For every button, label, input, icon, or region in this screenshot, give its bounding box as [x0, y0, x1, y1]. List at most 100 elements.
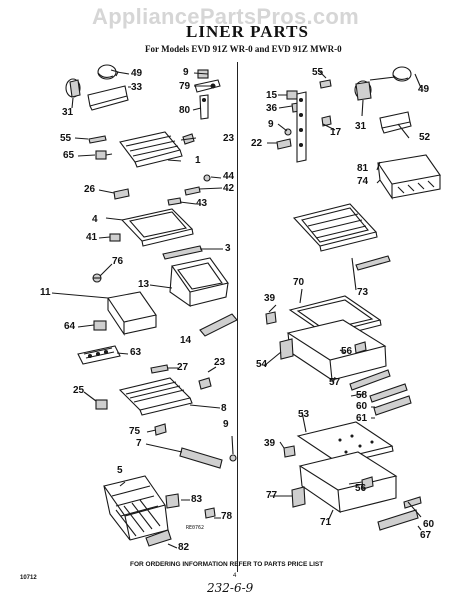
lamp-49-right[interactable]	[392, 66, 412, 82]
rail-7[interactable]	[179, 447, 223, 469]
part-label-25: 25	[73, 385, 85, 396]
clip-26[interactable]	[113, 188, 130, 200]
clip-78[interactable]	[204, 507, 216, 519]
bracket-17[interactable]	[321, 115, 332, 127]
part-label-79: 79	[179, 81, 191, 92]
part-label-77: 77	[266, 490, 278, 501]
slide-58[interactable]	[349, 369, 391, 391]
clip-56-upper[interactable]	[354, 341, 367, 354]
trim-3[interactable]	[162, 245, 203, 260]
screw-76[interactable]	[92, 273, 102, 283]
bracket-80[interactable]	[199, 94, 209, 120]
part-label-15: 15	[266, 90, 278, 101]
drawer-57[interactable]	[286, 319, 387, 382]
leader-lines	[51, 69, 422, 549]
part-label-76: 76	[112, 256, 124, 267]
glass-shelf-4[interactable]	[120, 208, 194, 247]
nut-65[interactable]	[95, 150, 113, 160]
part-label-44: 44	[223, 171, 235, 182]
cap-75[interactable]	[154, 423, 167, 436]
rail-82[interactable]	[145, 529, 172, 547]
part-label-81: 81	[357, 163, 369, 174]
part-label-64: 64	[64, 321, 76, 332]
spacer-43[interactable]	[167, 197, 182, 206]
wire-shelf-1[interactable]	[119, 131, 183, 168]
part-label-9-lower: 9	[223, 419, 229, 430]
part-label-9-top: 9	[183, 67, 189, 78]
retainer-41[interactable]	[109, 233, 121, 242]
part-label-60-lower: 60	[423, 519, 435, 530]
wire-shelf-8[interactable]	[118, 377, 193, 416]
bracket-64[interactable]	[93, 320, 107, 331]
pan-13[interactable]	[169, 257, 229, 308]
support-23-lower[interactable]	[198, 377, 212, 390]
tray-63[interactable]	[77, 345, 121, 365]
part-label-73: 73	[357, 287, 369, 298]
trim-61[interactable]	[373, 395, 412, 416]
lamp-shield-33-left[interactable]	[87, 85, 129, 111]
figure-reference: RE0762	[186, 525, 205, 531]
lamp-socket-31-right[interactable]	[354, 80, 372, 101]
glass-shelf-74[interactable]	[292, 203, 378, 252]
pin-55-left[interactable]	[88, 135, 107, 144]
trim-60-lower[interactable]	[403, 496, 422, 509]
slide-67[interactable]	[377, 509, 419, 531]
part-label-39-upper: 39	[264, 293, 276, 304]
ordering-note: FOR ORDERING INFORMATION REFER TO PARTS …	[130, 561, 324, 568]
hinge-15[interactable]	[286, 90, 298, 100]
part-label-82: 82	[178, 542, 190, 553]
part-label-75: 75	[129, 426, 141, 437]
part-label-7: 7	[136, 438, 142, 449]
screw-39-lower[interactable]	[283, 445, 296, 458]
part-label-42: 42	[223, 183, 235, 194]
part-label-80: 80	[179, 105, 191, 116]
bracket-54[interactable]	[279, 338, 294, 360]
handwritten-note: 232-6-9	[207, 581, 254, 595]
part-label-52: 52	[419, 132, 431, 143]
bin-81[interactable]	[377, 154, 441, 200]
part-label-71: 71	[320, 517, 332, 528]
vertical-rail[interactable]	[296, 91, 307, 163]
part-label-61: 61	[356, 413, 368, 424]
part-label-22: 22	[251, 138, 263, 149]
part-label-43: 43	[196, 198, 208, 209]
basket-5[interactable]	[103, 475, 169, 541]
lamp-part-49-left[interactable]	[97, 64, 119, 80]
lamp-socket-31-left[interactable]	[65, 78, 81, 98]
part-label-31-right: 31	[355, 121, 367, 132]
trim-60-upper[interactable]	[369, 383, 408, 403]
part-label-33: 33	[131, 82, 143, 93]
pan-support-11[interactable]	[107, 291, 157, 336]
screw-44[interactable]	[203, 174, 211, 182]
part-label-49-right: 49	[418, 84, 430, 95]
clip-83[interactable]	[165, 493, 180, 509]
part-label-39-lower: 39	[264, 438, 276, 449]
part-label-56-lower: 56	[355, 483, 367, 494]
clip-22[interactable]	[276, 138, 292, 150]
part-label-3: 3	[225, 243, 231, 254]
stud-27[interactable]	[150, 364, 169, 374]
part-label-78: 78	[221, 511, 233, 522]
part-label-27: 27	[177, 362, 189, 373]
center-divider	[237, 62, 238, 572]
bracket-77[interactable]	[291, 486, 306, 508]
drawer-71[interactable]	[298, 451, 398, 514]
part-label-83: 83	[191, 494, 203, 505]
screw-9-lower[interactable]	[229, 454, 237, 462]
bushing-42[interactable]	[184, 186, 201, 196]
pin-55-right[interactable]	[319, 79, 332, 89]
part-label-23-upper: 23	[223, 133, 235, 144]
screw-39-upper[interactable]	[265, 311, 277, 325]
part-label-55-right: 55	[312, 67, 324, 78]
part-label-57: 57	[329, 377, 341, 388]
shield-52[interactable]	[379, 111, 412, 134]
nut-25[interactable]	[95, 399, 108, 410]
part-label-5: 5	[117, 465, 123, 476]
part-label-23-lower: 23	[214, 357, 226, 368]
part-label-63: 63	[130, 347, 142, 358]
trim-73[interactable]	[355, 255, 391, 271]
slide-14[interactable]	[199, 313, 238, 337]
clip-56-lower[interactable]	[361, 476, 374, 490]
